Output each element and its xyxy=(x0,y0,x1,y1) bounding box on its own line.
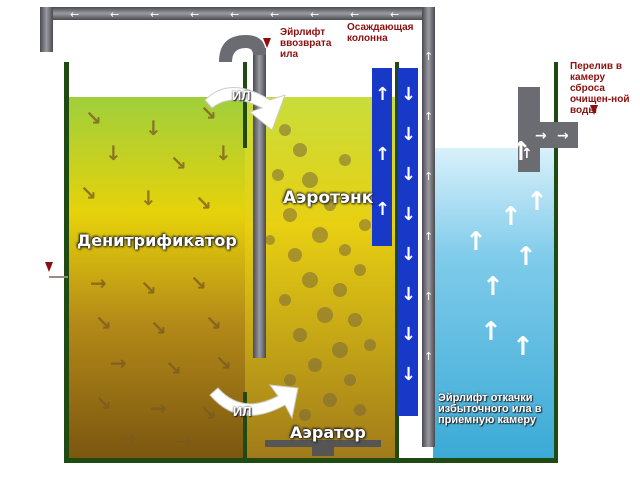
svg-text:→: → xyxy=(557,128,569,144)
aerator-device xyxy=(265,440,381,456)
il-bottom-label: ИЛ xyxy=(233,404,252,419)
aeration-bubbles xyxy=(265,124,376,421)
svg-text:↘: ↘ xyxy=(95,391,112,415)
svg-text:↘: ↘ xyxy=(140,276,157,300)
svg-text:↑: ↑ xyxy=(424,50,433,63)
svg-text:↑: ↑ xyxy=(424,170,433,183)
svg-text:↘: ↘ xyxy=(80,181,97,205)
svg-text:↘: ↘ xyxy=(95,311,112,335)
svg-text:↓: ↓ xyxy=(140,186,157,210)
svg-text:→: → xyxy=(535,128,547,144)
svg-text:←: ← xyxy=(150,8,159,21)
svg-text:↑: ↑ xyxy=(526,187,548,217)
svg-text:↑: ↑ xyxy=(512,332,534,362)
aerotank-label: Аэротэнк xyxy=(283,188,374,208)
svg-text:↓: ↓ xyxy=(401,204,416,225)
svg-text:↓: ↓ xyxy=(401,244,416,265)
svg-text:↑: ↑ xyxy=(424,110,433,123)
settling-column-up xyxy=(372,68,392,246)
svg-text:↓: ↓ xyxy=(401,84,416,105)
svg-text:↑: ↑ xyxy=(424,350,433,363)
overflow-pipe xyxy=(518,87,578,172)
aerator-label: Аэратор xyxy=(290,423,366,442)
svg-text:↑: ↑ xyxy=(515,242,537,272)
svg-text:↘: ↘ xyxy=(85,106,102,130)
svg-text:←: ← xyxy=(350,8,359,21)
svg-text:→: → xyxy=(175,429,192,453)
svg-text:↑: ↑ xyxy=(510,137,532,167)
svg-text:↓: ↓ xyxy=(401,324,416,345)
il-top-arrow xyxy=(204,87,286,131)
svg-text:←: ← xyxy=(310,8,319,21)
airlift-excess-label: Эйрлифт откачки избыточного ила в приемн… xyxy=(438,392,542,426)
svg-text:↘: ↘ xyxy=(205,311,222,335)
denitrifier-flow-arrows: ↘↓↘ ↓↘↓ ↘↓↘ →↘↘ ↘↘↘ →↘↘ ↘→↘ →→ xyxy=(80,101,232,453)
airlift-return-label: Эйрлифт ввозврата ила xyxy=(280,27,332,60)
svg-text:←: ← xyxy=(190,8,199,21)
settling-column-arrows: ↑ ↑ ↑ ↓ ↓ ↓ ↓ ↓ ↓ ↓ ↓ xyxy=(375,84,416,385)
denitrifier-label: Денитрификатор xyxy=(77,231,237,250)
il-top-label: ИЛ xyxy=(232,88,251,103)
svg-text:→: → xyxy=(90,271,107,295)
clean-water-zone xyxy=(433,148,557,460)
clean-water-up-arrows: ↑↑↑ ↑↑↑ ↑↑ xyxy=(465,137,548,362)
svg-text:↑: ↑ xyxy=(482,272,504,302)
svg-text:↓: ↓ xyxy=(145,116,162,140)
svg-text:↑: ↑ xyxy=(480,317,502,347)
svg-text:↑: ↑ xyxy=(375,144,390,165)
svg-text:↑: ↑ xyxy=(500,202,522,232)
svg-text:→: → xyxy=(150,396,167,420)
svg-text:↑: ↑ xyxy=(521,146,533,162)
svg-text:↘: ↘ xyxy=(150,316,167,340)
pipe-flow-arrows: ← ← ← ← ← ← ← ← ← ↑ ↑ ↑ ↑ ↑ ↑ xyxy=(70,8,433,363)
svg-text:←: ← xyxy=(270,8,279,21)
settling-column-down xyxy=(398,68,418,416)
svg-text:↘: ↘ xyxy=(170,151,187,175)
svg-text:↓: ↓ xyxy=(215,141,232,165)
return-airlift-pipe xyxy=(219,35,266,358)
svg-text:↑: ↑ xyxy=(465,227,487,257)
svg-text:↓: ↓ xyxy=(401,364,416,385)
svg-text:↓: ↓ xyxy=(105,141,122,165)
excess-sludge-airlift-pipe xyxy=(40,7,435,447)
svg-text:↑: ↑ xyxy=(375,199,390,220)
overflow-arrows: ↑→→ xyxy=(521,128,569,162)
svg-text:←: ← xyxy=(70,8,79,21)
tank-walls xyxy=(64,62,558,463)
marker-icons xyxy=(45,38,598,272)
overflow-label: Перелив в камеру сброса очищен-ной воды xyxy=(570,61,630,116)
svg-text:↓: ↓ xyxy=(401,164,416,185)
svg-text:↓: ↓ xyxy=(401,284,416,305)
svg-text:↓: ↓ xyxy=(401,124,416,145)
settling-column-label: Осаждающая колонна xyxy=(347,22,414,44)
svg-text:↑: ↑ xyxy=(424,290,433,303)
il-bottom-arrow xyxy=(209,384,299,420)
svg-text:↑: ↑ xyxy=(375,84,390,105)
svg-text:↘: ↘ xyxy=(165,356,182,380)
svg-text:←: ← xyxy=(110,8,119,21)
svg-text:←: ← xyxy=(390,8,399,21)
svg-text:→: → xyxy=(120,426,137,450)
svg-text:↘: ↘ xyxy=(215,351,232,375)
svg-text:↘: ↘ xyxy=(190,271,207,295)
svg-text:←: ← xyxy=(230,8,239,21)
svg-text:↘: ↘ xyxy=(195,191,212,215)
svg-text:→: → xyxy=(110,351,127,375)
svg-text:↘: ↘ xyxy=(200,401,217,425)
svg-text:↑: ↑ xyxy=(424,230,433,243)
